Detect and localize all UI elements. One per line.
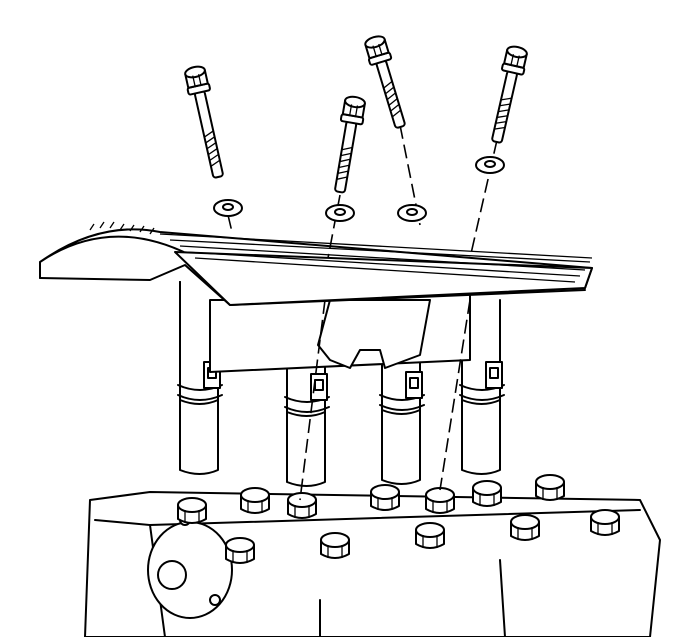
bolt [491,45,528,144]
head-bolt [287,492,317,519]
head-bolt [415,522,445,549]
head-bolt [240,487,270,514]
head-bolt [225,537,255,564]
washers [213,156,505,222]
bolt [334,95,366,194]
bolts [184,35,528,194]
head-bolt [510,514,540,541]
head-bolt [590,509,620,536]
cylinder-head [84,474,661,637]
ignition-coil [459,279,505,475]
bolt [184,65,224,179]
bolt [364,35,406,129]
head-bolt [177,497,207,524]
head-bolt [370,484,400,511]
head-bolt [535,474,565,501]
head-bolt [472,480,502,507]
coil-cover [39,221,593,373]
head-bolt [425,487,455,514]
head-bolt [320,532,350,559]
